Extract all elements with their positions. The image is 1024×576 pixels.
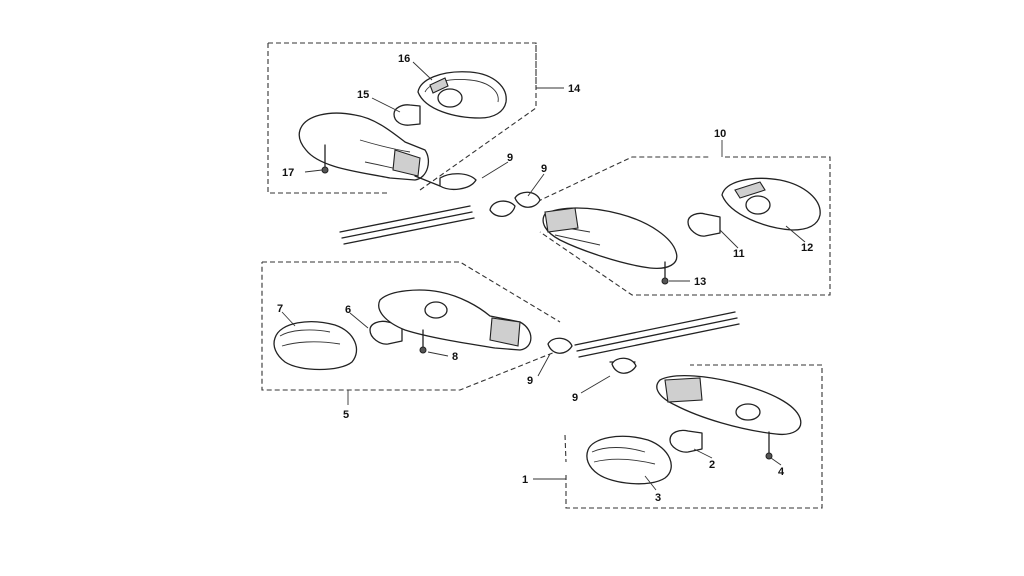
callout-3: 3 — [655, 492, 661, 504]
callout-2: 2 — [709, 459, 715, 471]
callout-5: 5 — [343, 409, 349, 421]
callout-9c: 9 — [527, 375, 533, 387]
callout-1: 1 — [522, 474, 528, 486]
callout-6: 6 — [345, 304, 351, 316]
callout-4: 4 — [778, 466, 785, 478]
callout-14: 14 — [568, 83, 581, 95]
callout-17: 17 — [282, 167, 294, 179]
callout-9a: 9 — [507, 152, 513, 164]
callout-9b: 9 — [541, 163, 547, 175]
callout-labels: 16 15 14 17 9 9 10 11 12 13 7 6 8 9 9 5 … — [277, 53, 813, 504]
callout-10: 10 — [714, 128, 726, 140]
callout-15: 15 — [357, 89, 369, 101]
callout-12: 12 — [801, 242, 813, 254]
callout-9d: 9 — [572, 392, 578, 404]
assembly-1 — [564, 311, 823, 509]
callout-11: 11 — [733, 248, 745, 260]
callout-8: 8 — [452, 351, 458, 363]
assembly-5 — [261, 261, 573, 391]
callout-13: 13 — [694, 276, 706, 288]
assembly-14 — [267, 42, 537, 245]
callout-16: 16 — [398, 53, 410, 65]
callout-7: 7 — [277, 303, 283, 315]
assembly-10 — [489, 156, 831, 296]
leader-lines — [281, 61, 806, 491]
